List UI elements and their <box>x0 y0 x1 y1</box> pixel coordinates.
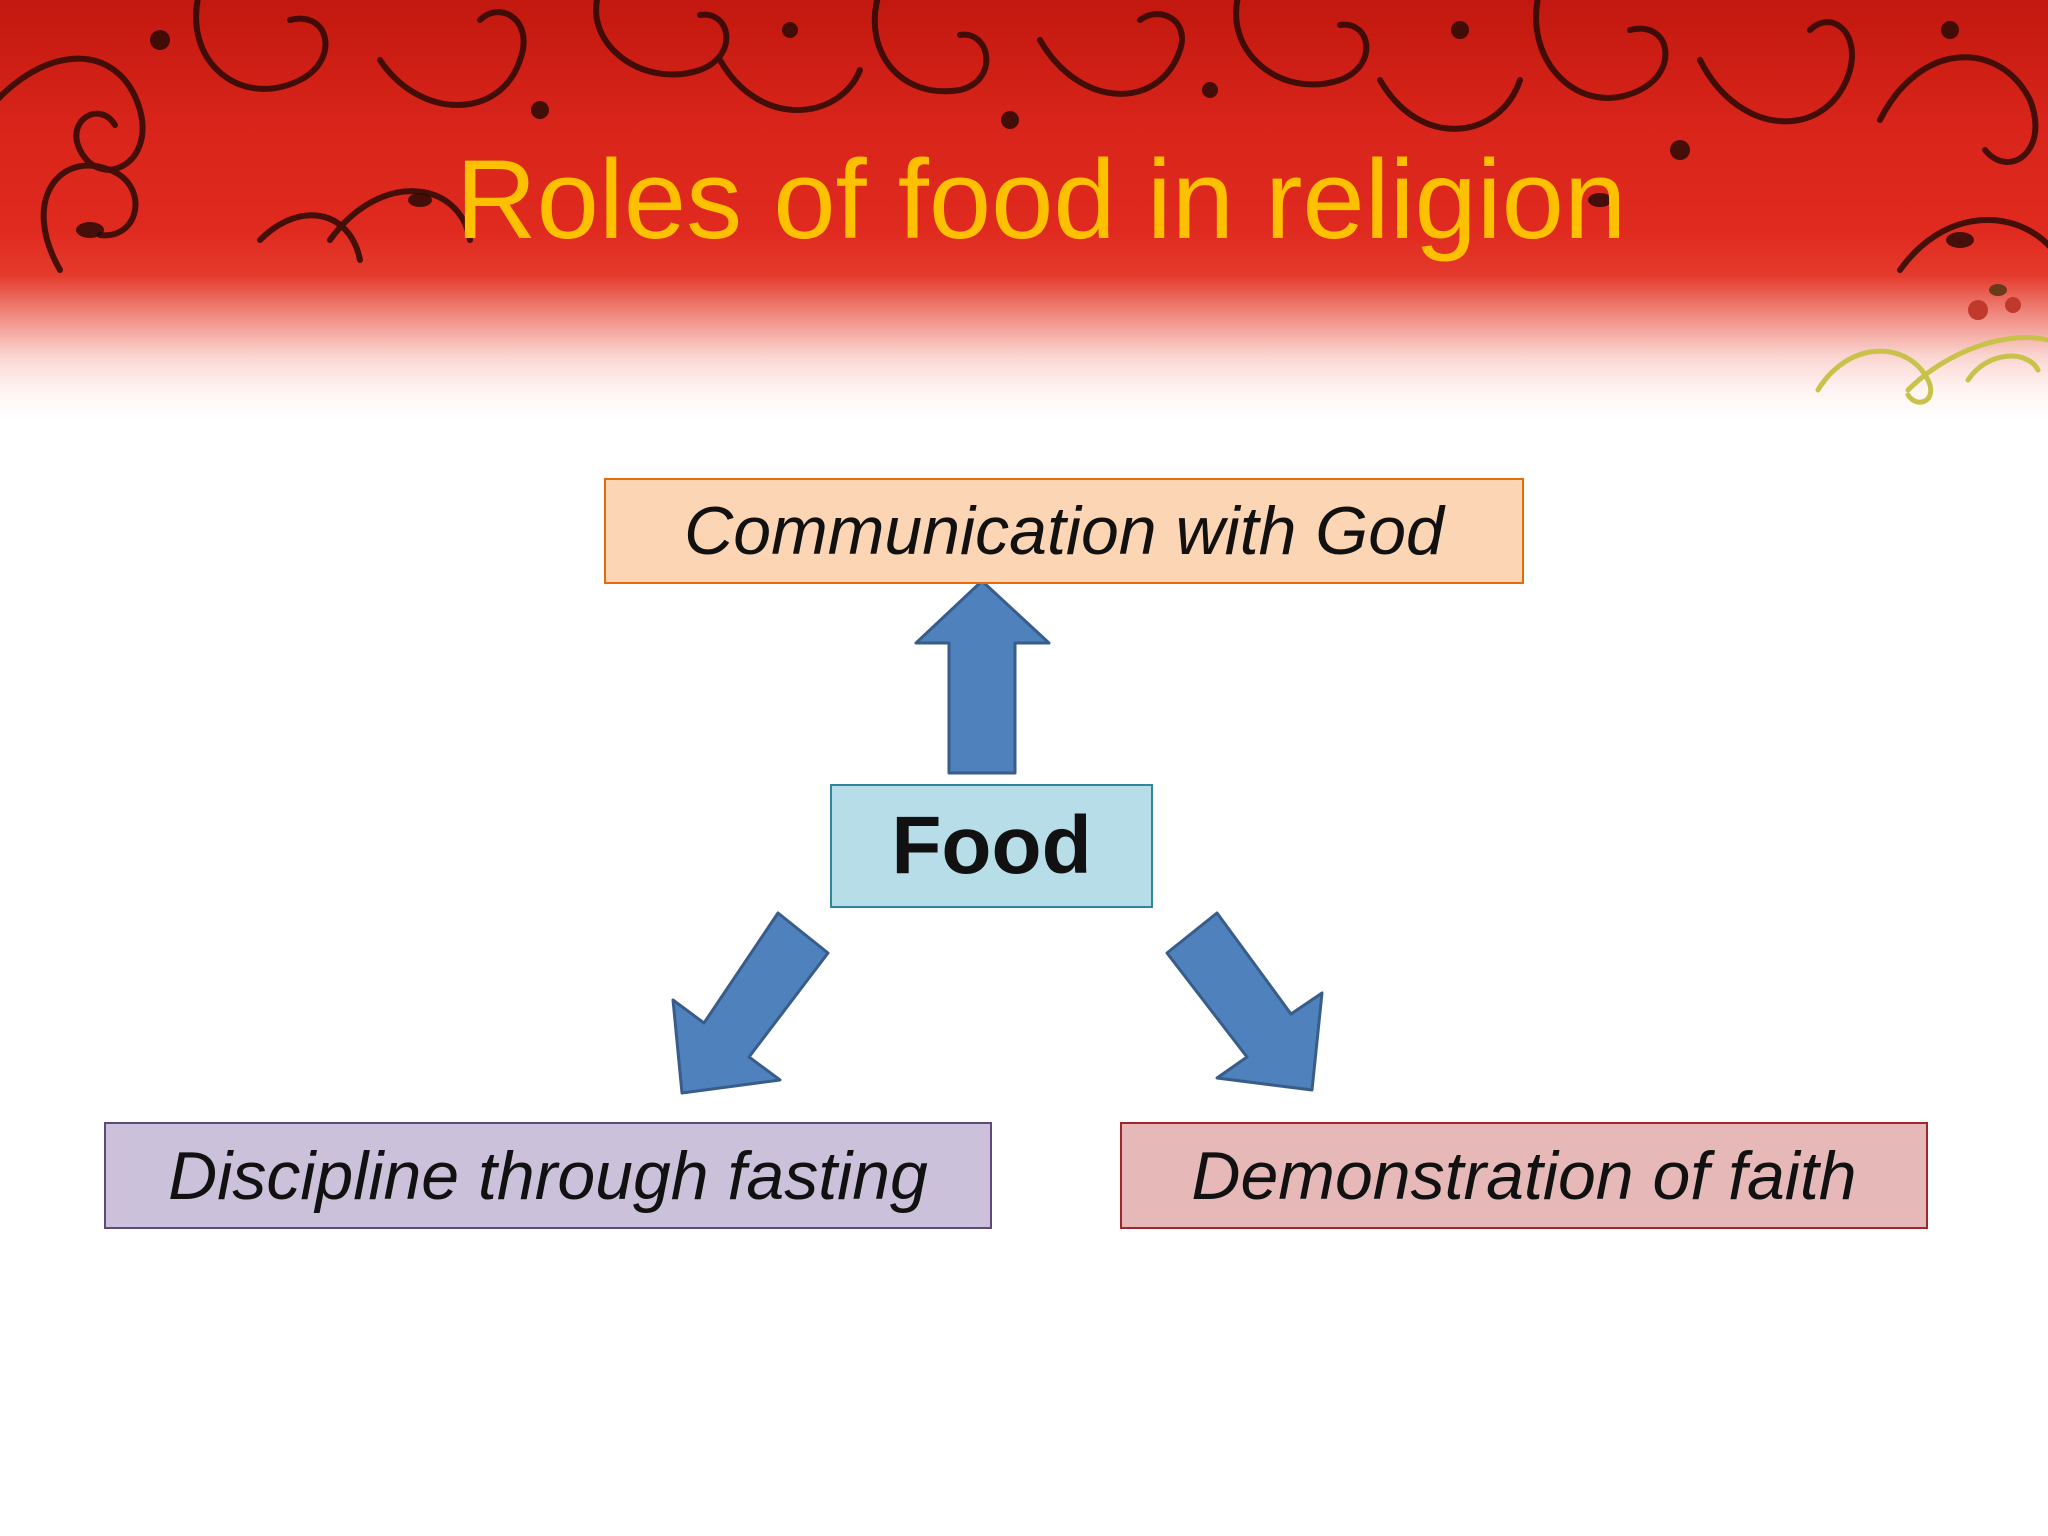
demonstration-of-faith-box: Demonstration of faith <box>1120 1122 1928 1229</box>
food-label: Food <box>891 800 1092 891</box>
arrow-up-icon <box>914 579 1051 775</box>
communication-with-god-label: Communication with God <box>684 493 1444 569</box>
demonstration-of-faith-label: Demonstration of faith <box>1191 1137 1857 1214</box>
food-box: Food <box>830 784 1153 908</box>
arrow-down-right-icon <box>1165 911 1324 1092</box>
arrow-down-left-icon <box>671 911 830 1095</box>
discipline-through-fasting-label: Discipline through fasting <box>168 1137 928 1214</box>
corner-flourish <box>1815 284 2048 405</box>
discipline-through-fasting-box: Discipline through fasting <box>104 1122 992 1229</box>
floral-ornament <box>0 0 2048 273</box>
slide-title: Roles of food in religion <box>455 137 1627 262</box>
communication-with-god-box: Communication with God <box>604 478 1524 584</box>
